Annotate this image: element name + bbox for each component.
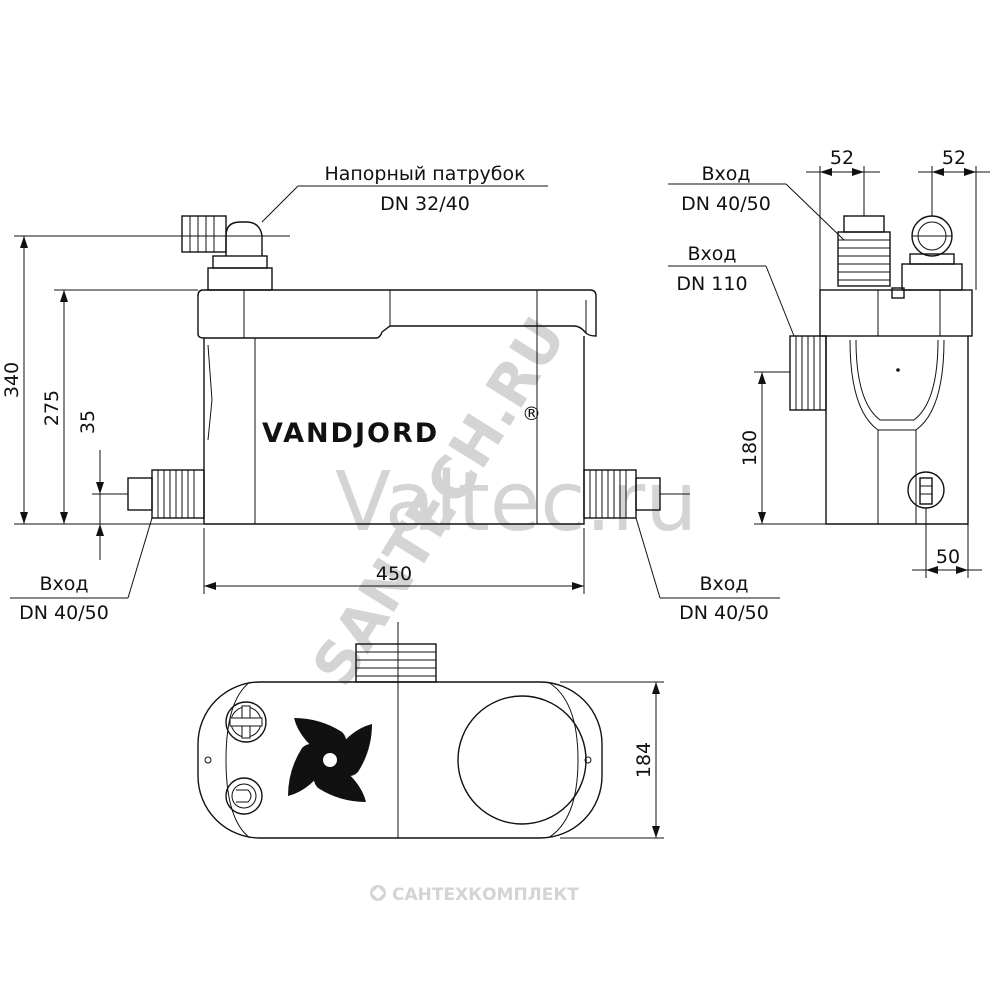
dimension-total-height: 340 (1, 362, 23, 398)
brand-swirl-icon (288, 718, 372, 802)
side-callouts: Вход DN 40/50 Вход DN 110 (668, 163, 845, 337)
top-view (197, 622, 603, 839)
top-plug-icon (225, 777, 263, 815)
side-lid (819, 289, 973, 337)
front-inlet-left (127, 469, 205, 519)
dimension-side-bottom: 50 (936, 546, 960, 568)
front-view: VANDJORD ® (92, 215, 690, 525)
watermark-footer-logo-icon (370, 885, 386, 901)
watermark-footer: САНТЕХКОМПЛЕКТ (392, 885, 579, 905)
outlet-label-dn: DN 32/40 (380, 193, 470, 215)
outlet-label-title: Напорный патрубок (324, 163, 525, 185)
side-inlet-top-label-title: Вход (701, 163, 750, 185)
outlet-pipe (181, 215, 227, 253)
top-outlet-fitting (355, 643, 437, 683)
outlet-base (207, 267, 273, 291)
dimension-width: 450 (376, 563, 412, 585)
top-dimensions: 184 (560, 681, 664, 839)
inlet-left-label-dn: DN 40/50 (19, 602, 109, 624)
watermark-center: Valtec.ru (335, 455, 697, 550)
front-callouts: Напорный патрубок DN 32/40 Вход DN 40/50… (10, 163, 780, 624)
side-inlet-mid-label-title: Вход (687, 243, 736, 265)
front-dimensions: 340 275 35 450 (1, 235, 585, 594)
top-outline (197, 681, 603, 839)
side-body (825, 336, 969, 525)
side-view (789, 215, 973, 525)
inlet-left-label-title: Вход (39, 573, 88, 595)
dimension-side-inlet-height: 180 (739, 430, 761, 466)
front-tank (203, 336, 585, 525)
brand-logo: VANDJORD (262, 418, 439, 449)
side-inlet-mid-label-dn: DN 110 (676, 273, 747, 295)
inlet-right-label-dn: DN 40/50 (679, 602, 769, 624)
top-plus-icon (225, 701, 267, 743)
watermark-layer: Valtec.ru SANTECH.RU САНТЕХКОМПЛЕКТ (299, 306, 697, 905)
top-inspection-cover (457, 695, 587, 825)
dimension-body-height: 275 (41, 390, 63, 426)
dimension-top-depth: 184 (633, 742, 655, 778)
dimension-side-top-left: 52 (830, 147, 854, 169)
dimension-side-top-right: 52 (942, 147, 966, 169)
side-dimensions: 52 52 180 50 (739, 147, 990, 578)
inlet-right-label-title: Вход (699, 573, 748, 595)
outlet-elbow (225, 221, 263, 256)
brand-registered-mark: ® (522, 403, 541, 425)
side-inlet-top-label-dn: DN 40/50 (681, 193, 771, 215)
front-inlet-right (583, 469, 661, 519)
dimension-inlet-height: 35 (77, 410, 99, 434)
